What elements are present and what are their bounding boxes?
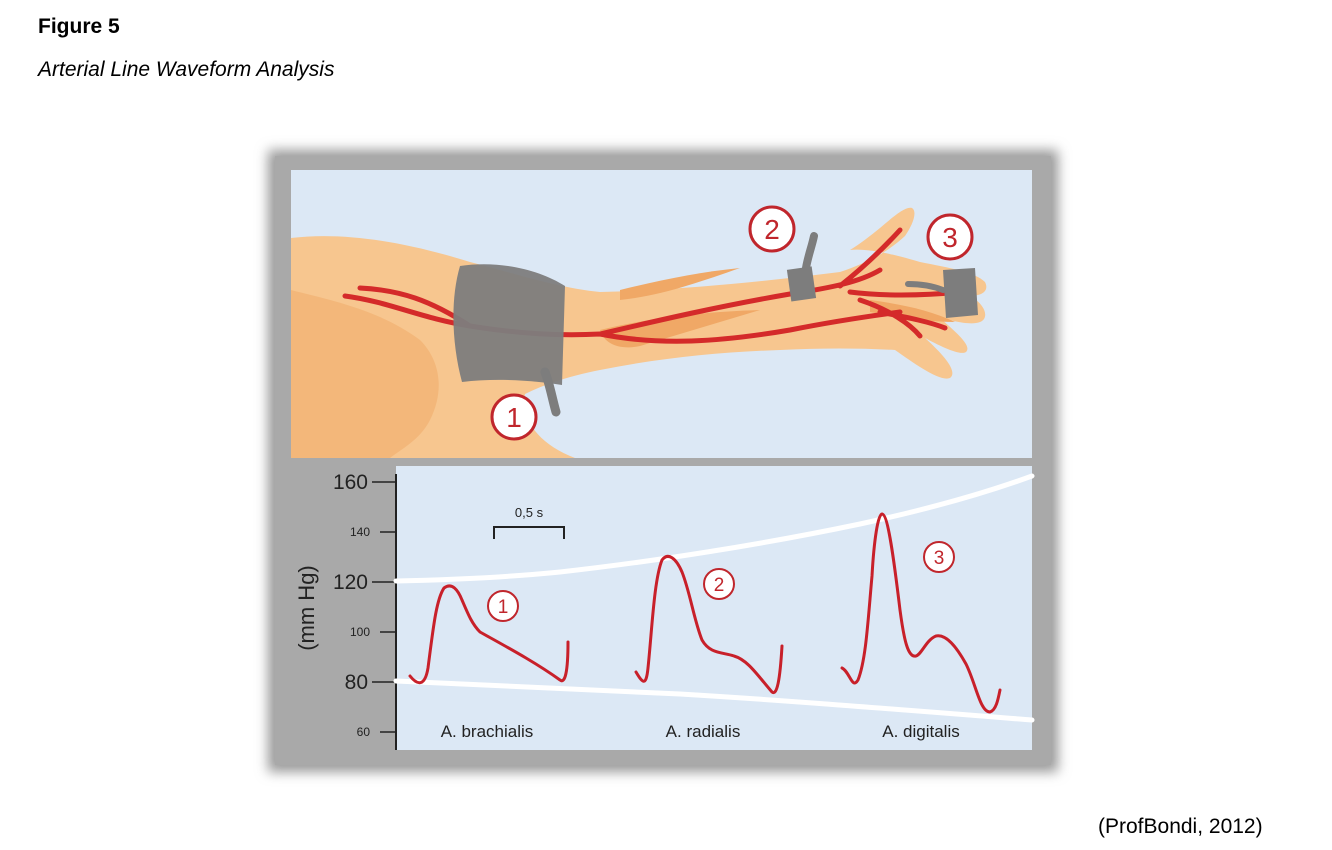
waveform-brachialis [408, 584, 570, 685]
arm-marker-3-label: 3 [942, 222, 958, 253]
bp-cuff [453, 264, 565, 385]
arm-illustration [291, 207, 987, 458]
wave-marker-2-label: 2 [714, 575, 725, 596]
y-tick-label: 100 [350, 625, 370, 639]
figure-title: Arterial Line Waveform Analysis [38, 58, 335, 81]
arm-marker-2: 2 [748, 205, 796, 253]
cuff-tube [540, 367, 561, 417]
time-scale-label: 0,5 s [515, 505, 544, 520]
diastolic-envelope [393, 678, 1035, 723]
time-scale-bar: 0,5 s [493, 505, 565, 539]
y-axis-label: (mm Hg) [294, 565, 319, 651]
systolic-envelope [393, 473, 1035, 584]
finger-sensor [943, 268, 978, 318]
y-tick-label: 60 [357, 725, 371, 739]
y-tick-label: 120 [333, 571, 368, 594]
waveform-radialis [634, 555, 784, 695]
wave-marker-1: 1 [487, 590, 519, 622]
wave-marker-2: 2 [703, 568, 735, 600]
arm-marker-2-label: 2 [764, 214, 780, 245]
arm-marker-1-label: 1 [506, 402, 522, 433]
series-label-radialis: A. radialis [666, 722, 741, 741]
wrist-sensor [786, 266, 817, 302]
arm-marker-1: 1 [490, 393, 538, 441]
arm-marker-3: 3 [926, 213, 974, 261]
y-tick-label: 140 [350, 525, 370, 539]
wave-marker-3-label: 3 [934, 548, 945, 569]
series-label-digitalis: A. digitalis [882, 722, 959, 741]
hand-shading [870, 300, 955, 322]
citation: (ProfBondi, 2012) [1098, 815, 1263, 838]
forearm-shading-top [620, 268, 740, 300]
arteries [342, 227, 963, 344]
wave-marker-3: 3 [923, 541, 955, 573]
y-tick-label: 160 [333, 471, 368, 494]
wrist-sensor-tube [802, 232, 818, 272]
finger-sensor-tube [905, 281, 946, 293]
waveform-digitalis [840, 512, 1002, 714]
figure-label: Figure 5 [38, 15, 120, 38]
series-label-brachialis: A. brachialis [441, 722, 534, 741]
y-tick-label: 80 [345, 671, 368, 694]
shoulder-shading [291, 290, 439, 458]
wave-marker-1-label: 1 [498, 597, 509, 618]
y-axis-ticks: 160 140 120 100 80 60 [333, 471, 396, 739]
